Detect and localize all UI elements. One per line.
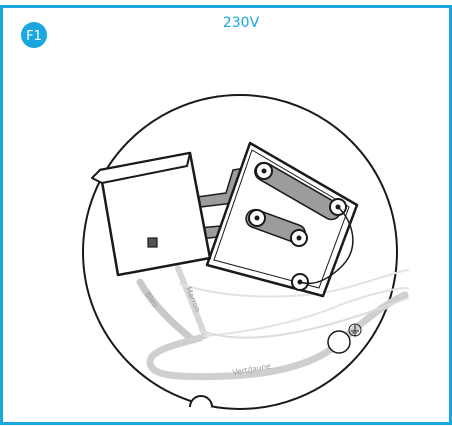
wire-bundle [136, 265, 409, 381]
earth-symbol-icon [348, 323, 362, 337]
wire-lower-loop [204, 287, 409, 337]
wire-crossing [199, 297, 409, 339]
plug-indicator [147, 237, 158, 248]
figure-badge-label: F1 [26, 29, 42, 44]
figure-frame-border [0, 5, 452, 425]
base-plate-notch [189, 395, 213, 408]
wire-blue [136, 278, 197, 344]
wire-brown [175, 265, 208, 339]
wire-loop-right [299, 206, 354, 285]
earth-screw [327, 330, 351, 354]
socket-housing-inner [213, 149, 350, 289]
wire-green-yellow [146, 291, 409, 381]
figure-badge [21, 22, 47, 48]
plug-top-cap [91, 152, 191, 184]
voltage-label: 230V [223, 15, 260, 31]
wire-outer-loop [179, 269, 409, 298]
